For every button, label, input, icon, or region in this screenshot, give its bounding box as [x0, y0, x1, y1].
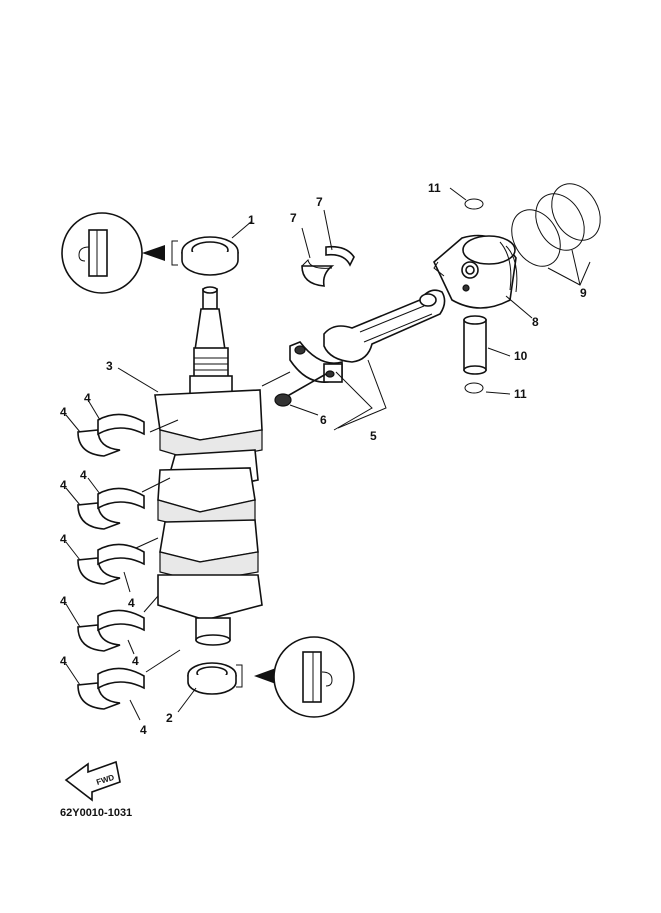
label-4a: 4: [60, 405, 67, 419]
label-8: 8: [532, 315, 539, 329]
seal-detail-top: [61, 212, 178, 294]
label-10: 10: [514, 349, 528, 363]
circlip-11-bottom: [464, 382, 511, 395]
piston-pin-10: [463, 315, 511, 375]
conrod-bearing-7: [301, 209, 355, 287]
label-4e: 4: [60, 532, 67, 546]
main-bearings-4: [65, 399, 181, 721]
label-7a: 7: [290, 211, 297, 225]
label-4j: 4: [140, 723, 147, 737]
diagram-code: 62Y0010-1031: [60, 807, 132, 819]
label-3: 3: [106, 359, 113, 373]
connecting-rod: [323, 289, 446, 431]
label-4b: 4: [84, 391, 91, 405]
seal-detail-bottom: [273, 636, 355, 718]
oil-seal-1: [181, 220, 253, 276]
label-4f: 4: [128, 596, 135, 610]
label-4c: 4: [60, 478, 67, 492]
circlip-11-top: [449, 187, 484, 210]
label-4h: 4: [132, 654, 139, 668]
label-9: 9: [580, 286, 587, 300]
label-6: 6: [320, 413, 327, 427]
label-4d: 4: [80, 468, 87, 482]
crankshaft-3: [117, 286, 263, 646]
label-11b: 11: [514, 387, 527, 401]
label-7b: 7: [316, 195, 323, 209]
piston-8: [433, 234, 533, 319]
label-4g: 4: [60, 594, 67, 608]
label-5: 5: [370, 429, 377, 443]
piston-rings-9: [511, 183, 601, 286]
label-2: 2: [166, 711, 173, 725]
conrod-bolt-6: [261, 371, 327, 416]
label-4i: 4: [60, 654, 67, 668]
label-1: 1: [248, 213, 255, 227]
label-11a: 11: [428, 181, 441, 195]
fwd-arrow-icon: FWD: [64, 760, 121, 802]
oil-seal-2: [177, 662, 276, 713]
